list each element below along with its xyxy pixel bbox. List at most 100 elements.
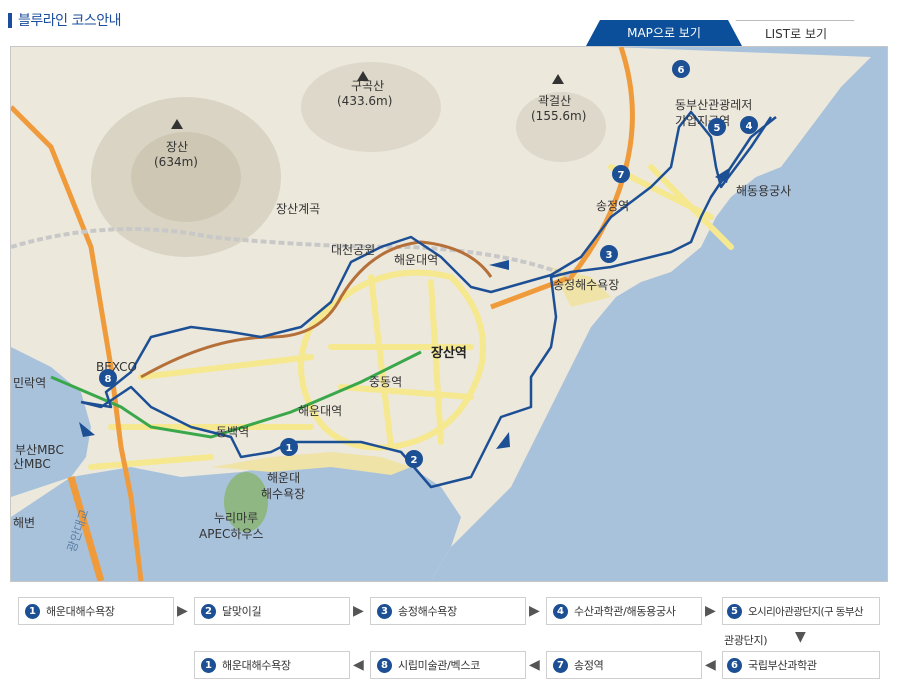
label-jangsan-station: 장산역 [431,345,467,361]
map-marker-7[interactable]: 7 [612,165,630,183]
label-jungdong-station: 중동역 [369,375,402,389]
route-markers: 1 2 3 4 5 6 7 [99,60,758,468]
step-label: 수산과학관/해동용궁사 [574,605,676,618]
label-jangsan: 장산 [166,140,188,154]
haeundae-beach-sand [211,452,411,475]
course-steps: 1 해운대해수욕장 ▶ 2 달맞이길 ▶ 3 송정해수욕장 ▶ 4 수산과학관/… [0,590,898,687]
step-label: 해운대해수욕장 [46,605,115,618]
map-marker-8[interactable]: 8 [99,369,117,387]
map-marker-6[interactable]: 6 [672,60,690,78]
label-haeundae-beach-1: 해운대 [267,471,300,485]
label-haeundae-station: 해운대역 [298,404,342,418]
map-marker-2[interactable]: 2 [405,450,423,468]
course-map[interactable]: 구곡산 (433.6m) 곽걸산 (155.6m) 장산 (634m) 장산계곡… [10,46,888,582]
arrow-down-icon: ▼ [795,629,806,645]
svg-text:8: 8 [105,374,112,385]
arrow-right-icon: ▶ [529,603,540,619]
label-nurimaru-1: 누리마루 [214,511,258,525]
page-header: 블루라인 코스안내 [8,8,122,32]
map-marker-3[interactable]: 3 [600,245,618,263]
step-songjeong-station[interactable]: 7 송정역 [546,651,702,679]
sea-area [431,47,887,581]
step-label: 시립미술관/벡스코 [398,659,480,672]
map-canvas[interactable]: 구곡산 (433.6m) 곽걸산 (155.6m) 장산 (634m) 장산계곡… [11,47,887,581]
label-nurimaru-2: APEC하우스 [199,527,264,541]
label-haeundae-beach-2: 해수욕장 [261,487,305,501]
arrow-left-icon: ◀ [353,657,364,673]
step-label: 송정역 [574,659,604,672]
gugoksan-mountain [301,62,441,152]
mountain-icon [552,74,564,84]
map-marker-5[interactable]: 5 [708,118,726,136]
step-osiria-tourism[interactable]: 5 오시리아관광단지(구 동부산 [722,597,880,625]
svg-text:1: 1 [286,443,293,454]
svg-text:2: 2 [411,455,418,466]
route-direction-arrows [79,167,731,449]
step-art-museum-bexco[interactable]: 8 시립미술관/벡스코 [370,651,526,679]
step-number-badge: 6 [727,657,742,673]
road-network [88,164,734,470]
step-label: 송정해수욕장 [398,605,457,618]
label-busan-mbc-1: 부산MBC [15,443,64,457]
label-haedong-yonggungsa: 해동용궁사 [736,184,791,198]
svg-text:4: 4 [746,121,753,132]
label-busan-mbc-2: 산MBC [13,457,51,471]
step-haeundae-beach[interactable]: 1 해운대해수욕장 [18,597,174,625]
step-dalmaji-road[interactable]: 2 달맞이길 [194,597,350,625]
blue-line-route [80,110,777,489]
step-fisheries-museum[interactable]: 4 수산과학관/해동용궁사 [546,597,702,625]
tab-list-view[interactable]: LIST로 보기 [722,20,868,46]
label-songjeong-station: 송정역 [596,199,629,213]
map-marker-4[interactable]: 4 [740,116,758,134]
step-songjeong-beach[interactable]: 3 송정해수욕장 [370,597,526,625]
label-jangsan-height: (634m) [154,155,198,169]
map-marker-1[interactable]: 1 [280,438,298,456]
donghae-rail-line [140,240,493,379]
highway-west [11,105,144,581]
label-songjeong-beach: 송정해수욕장 [553,278,619,292]
step-label: 해운대해수욕장 [222,659,291,672]
step-number-badge: 3 [377,603,392,619]
route-arrow-west [489,260,509,270]
step-label: 달맞이길 [222,605,262,618]
jangsan-peak-area [131,132,241,222]
mountain-peak-icons [171,71,564,129]
gwangan-bridge-road [67,476,105,581]
label-dongbaek-station: 동백역 [216,425,249,439]
step-label: 국립부산과학관 [748,659,817,672]
route-arrow-north [715,167,731,183]
label-gugoksan-height: (433.6m) [337,94,392,108]
step-label-wrap: 관광단지) [724,634,768,647]
label-daecheon-park: 대천공원 [331,242,375,257]
step-number-badge: 1 [201,657,216,673]
label-jangsan-valley: 장산계곡 [276,202,320,216]
step-number-badge: 5 [727,603,742,619]
tab-map-view[interactable]: MAP으로 보기 [586,20,742,46]
label-gwakgeolsan-height: (155.6m) [531,109,586,123]
label-dongbusan-1: 동부산관광레저 [675,98,752,112]
svg-text:5: 5 [714,123,721,134]
label-haeundae-station-top: 해운대역 [394,253,438,267]
step-number-badge: 1 [25,603,40,619]
dongbaek-island-park [224,472,268,532]
arrow-left-icon: ◀ [529,657,540,673]
svg-text:7: 7 [618,170,625,181]
label-gugoksan: 구곡산 [351,79,384,93]
arrow-right-icon: ▶ [353,603,364,619]
route-arrow-northeast [496,432,510,449]
subway-line-2 [50,350,422,439]
step-number-badge: 2 [201,603,216,619]
step-number-badge: 4 [553,603,568,619]
gwakgeolsan-mountain [516,92,606,162]
step-science-museum[interactable]: 6 국립부산과학관 [722,651,880,679]
arrow-right-icon: ▶ [177,603,188,619]
step-haeundae-beach-end[interactable]: 1 해운대해수욕장 [194,651,350,679]
svg-text:6: 6 [678,65,685,76]
arrow-left-icon: ◀ [705,657,716,673]
mountain-icon [357,71,369,81]
svg-text:3: 3 [606,250,613,261]
railway-line [11,227,572,279]
step-number-badge: 8 [377,657,392,673]
label-edge-byeon: 해변 [13,516,35,530]
step-label: 오시리아관광단지(구 동부산 [748,605,864,618]
